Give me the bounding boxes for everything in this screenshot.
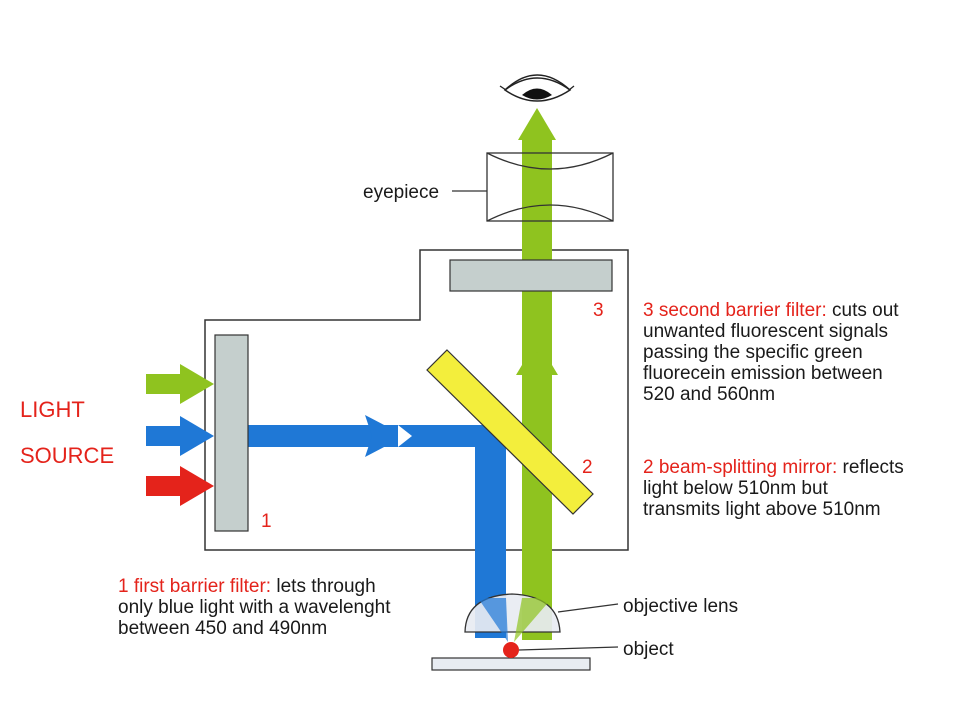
filter1-number: 1 (261, 511, 272, 532)
light-source-arrows (146, 364, 214, 506)
green-input-arrow-shaft (146, 374, 184, 394)
filter3-line1: cuts out (827, 300, 900, 321)
eyepiece-lens-top (486, 152, 614, 170)
second-barrier-filter (449, 259, 613, 292)
eyepiece (486, 152, 614, 222)
eyepiece-body (486, 152, 614, 222)
filter1-line2: only blue light with a wavelenght (118, 597, 391, 618)
blue-beam-arrowhead (365, 415, 405, 457)
eye-icon (499, 74, 575, 102)
object-leader-line (518, 646, 619, 651)
filter1-line3: between 450 and 490nm (118, 618, 327, 639)
red-input-arrow-shaft (146, 476, 184, 496)
filter3-title: 3 second barrier filter: (643, 300, 827, 321)
object-label: object (623, 639, 674, 660)
green-arrowhead-top (518, 108, 556, 140)
mirror2-title: 2 beam-splitting mirror: (643, 457, 837, 478)
filter3-description: 3 second barrier filter: cuts out (643, 300, 899, 321)
specimen-slide (431, 657, 591, 671)
red-input-arrow-head (180, 466, 214, 506)
filter3-line2: unwanted fluorescent signals (643, 321, 888, 342)
mirror2-line2: light below 510nm but (643, 478, 829, 499)
green-arrowhead-mid (516, 340, 558, 375)
filter3-line5: 520 and 560nm (643, 384, 775, 405)
first-barrier-filter (214, 334, 249, 532)
object-specimen (503, 642, 519, 658)
blue-vertical-beam (475, 425, 506, 638)
microscope-housing (204, 249, 629, 551)
eyepiece-label: eyepiece (363, 182, 439, 203)
filter3-line4: fluorecein emission between (643, 363, 883, 384)
blue-focus-cone (478, 598, 508, 642)
light-source-label-line2: SOURCE (20, 443, 114, 468)
objective-lens-label: objective lens (623, 596, 738, 617)
blue-beam-notch (398, 425, 412, 447)
filter1-title: 1 first barrier filter: (118, 576, 271, 597)
mirror2-line1: reflects (837, 457, 904, 478)
filter3-line3: passing the specific green (643, 342, 863, 363)
green-emission-beam (522, 140, 552, 640)
beam-splitting-mirror (426, 349, 594, 515)
filter1-description: 1 first barrier filter: lets through (118, 576, 376, 597)
eyepiece-lens-bottom (486, 204, 614, 222)
mirror2-description: 2 beam-splitting mirror: reflects (643, 457, 904, 478)
objective-leader-line (557, 603, 619, 613)
blue-input-arrow-head (180, 416, 214, 456)
mirror2-line3: transmits light above 510nm (643, 499, 881, 520)
blue-input-arrow-shaft (146, 426, 184, 446)
green-focus-cone (514, 598, 552, 642)
mirror2-number: 2 (582, 457, 593, 478)
green-input-arrow-head (180, 364, 214, 404)
filter3-number: 3 (593, 300, 604, 321)
filter1-line1: lets through (271, 576, 376, 597)
light-source-label-line1: LIGHT (20, 397, 85, 422)
